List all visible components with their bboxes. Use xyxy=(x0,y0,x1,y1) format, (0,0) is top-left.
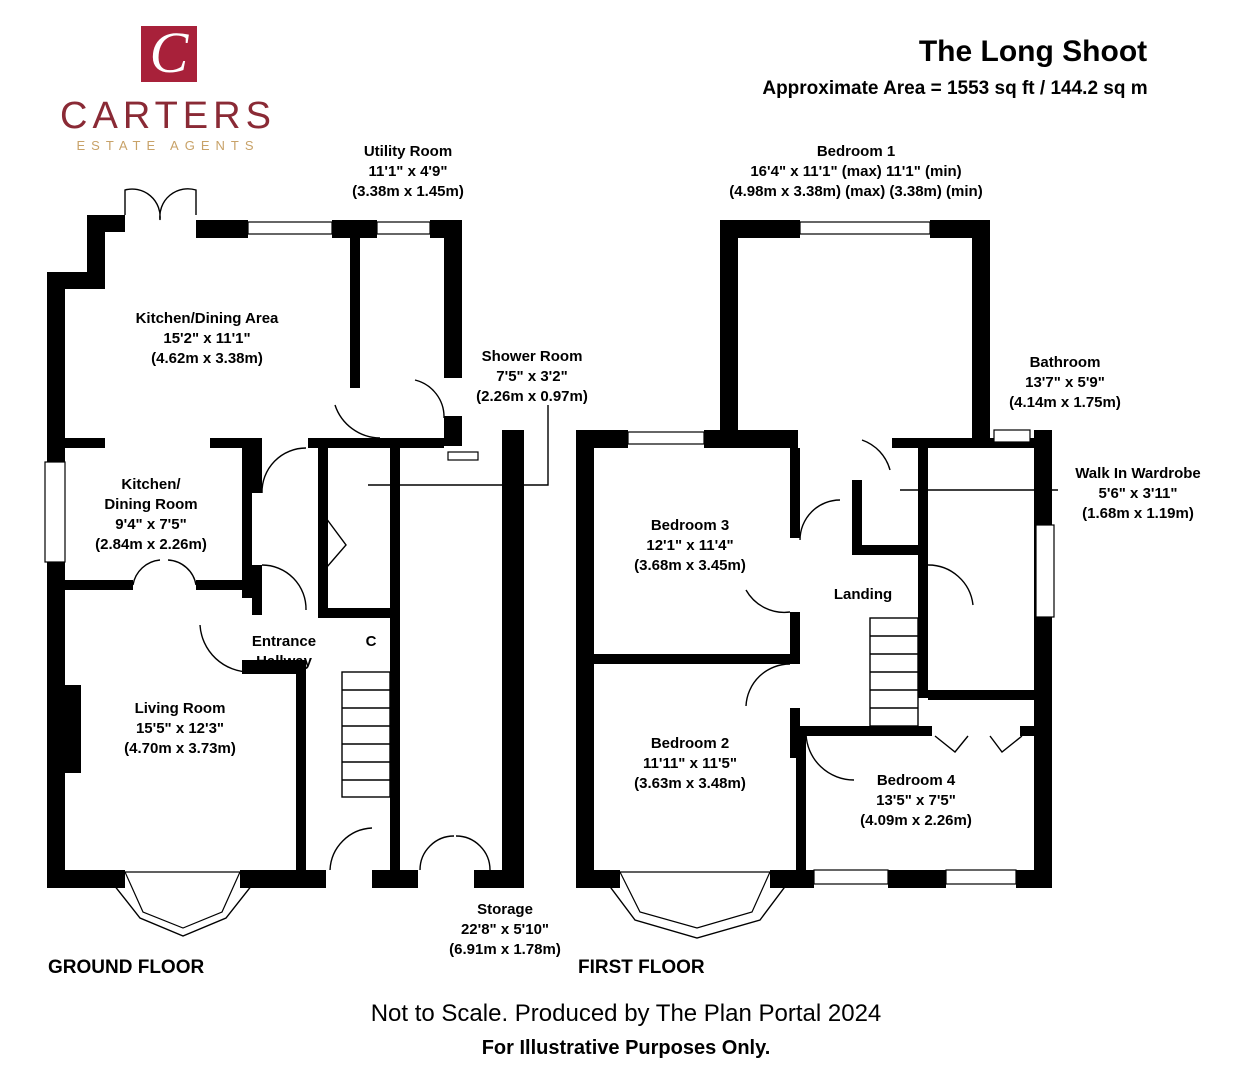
room-kitchen-dining-room: Kitchen/ Dining Room 9'4" x 7'5" (2.84m … xyxy=(95,476,207,553)
room-dims-metric: (4.98m x 3.38m) (max) (3.38m) (min) xyxy=(729,183,982,200)
room-dims-imperial: 13'7" x 5'9" xyxy=(1025,374,1105,391)
room-name: Bathroom xyxy=(1030,354,1101,371)
room-dims-imperial: 15'2" x 11'1" xyxy=(163,330,250,347)
room-dims-imperial: 16'4" x 11'1" (max) 11'1" (min) xyxy=(750,163,961,180)
room-dims-metric: (4.09m x 2.26m) xyxy=(860,812,972,829)
room-bedroom-1: Bedroom 1 16'4" x 11'1" (max) 11'1" (min… xyxy=(729,143,982,200)
room-dims-imperial: 11'1" x 4'9" xyxy=(369,163,448,180)
room-dims-imperial: 7'5" x 3'2" xyxy=(496,368,567,385)
room-name: Shower Room xyxy=(482,348,583,365)
room-dims-metric: (4.14m x 1.75m) xyxy=(1009,394,1121,411)
room-name: Walk In Wardrobe xyxy=(1075,465,1201,482)
room-dims-imperial: 15'5" x 12'3" xyxy=(136,720,224,737)
room-dims-metric: (6.91m x 1.78m) xyxy=(449,941,561,958)
first-floor-label: FIRST FLOOR xyxy=(578,957,705,978)
room-dims-metric: (2.26m x 0.97m) xyxy=(476,388,588,405)
room-storage: Storage 22'8" x 5'10" (6.91m x 1.78m) xyxy=(449,901,561,958)
room-cupboard: C xyxy=(366,633,377,650)
room-name: Kitchen/Dining Area xyxy=(136,310,279,327)
room-name: Utility Room xyxy=(364,143,452,160)
room-bathroom: Bathroom 13'7" x 5'9" (4.14m x 1.75m) xyxy=(1009,354,1121,411)
room-name: Storage xyxy=(477,901,533,918)
room-dims-metric: (4.70m x 3.73m) xyxy=(124,740,236,757)
room-name-line1: Kitchen/ xyxy=(121,476,181,493)
room-dims-metric: (3.63m x 3.48m) xyxy=(634,775,746,792)
room-landing: Landing xyxy=(834,586,892,603)
room-dims-metric: (4.62m x 3.38m) xyxy=(151,350,263,367)
room-dims-metric: (3.38m x 1.45m) xyxy=(352,183,464,200)
footer-disclaimer: Not to Scale. Produced by The Plan Porta… xyxy=(371,1000,882,1027)
room-name: Living Room xyxy=(135,700,226,717)
room-dims-metric: (1.68m x 1.19m) xyxy=(1082,505,1194,522)
ground-floor-walls xyxy=(44,188,549,937)
room-dims-metric: (2.84m x 2.26m) xyxy=(95,536,207,553)
room-dims-imperial: 22'8" x 5'10" xyxy=(461,921,549,938)
logo-letter: C xyxy=(150,20,190,85)
room-name: Landing xyxy=(834,586,892,603)
room-kitchen-dining-area: Kitchen/Dining Area 15'2" x 11'1" (4.62m… xyxy=(136,310,279,367)
room-walk-in-wardrobe: Walk In Wardrobe 5'6" x 3'11" (1.68m x 1… xyxy=(1075,465,1201,522)
room-name: Bedroom 2 xyxy=(651,735,729,752)
plan-title: The Long Shoot xyxy=(919,35,1147,68)
room-name: Bedroom 3 xyxy=(651,517,729,534)
room-name: Bedroom 4 xyxy=(877,772,956,789)
brand-logo: C CARTERS ESTATE AGENTS xyxy=(60,20,276,153)
room-living: Living Room 15'5" x 12'3" (4.70m x 3.73m… xyxy=(124,700,236,757)
ground-floor-label: GROUND FLOOR xyxy=(48,957,204,978)
room-shower: Shower Room 7'5" x 3'2" (2.26m x 0.97m) xyxy=(476,348,588,405)
room-bedroom-3: Bedroom 3 12'1" x 11'4" (3.68m x 3.45m) xyxy=(634,517,746,574)
room-name-line2: Hallway xyxy=(256,653,313,670)
room-name: Bedroom 1 xyxy=(817,143,895,160)
ground-stairs xyxy=(341,671,391,798)
room-bedroom-4: Bedroom 4 13'5" x 7'5" (4.09m x 2.26m) xyxy=(860,772,972,829)
room-name-line2: Dining Room xyxy=(104,496,197,513)
room-entrance-hallway: Entrance Hallway xyxy=(252,633,316,670)
room-dims-imperial: 5'6" x 3'11" xyxy=(1099,485,1178,502)
brand-name: CARTERS xyxy=(60,95,276,137)
room-dims-imperial: 12'1" x 11'4" xyxy=(646,537,733,554)
room-bedroom-2: Bedroom 2 11'11" x 11'5" (3.63m x 3.48m) xyxy=(634,735,746,792)
room-dims-imperial: 11'11" x 11'5" xyxy=(643,755,737,772)
first-floor-walls xyxy=(576,220,1058,939)
room-name: C xyxy=(366,633,377,650)
room-utility: Utility Room 11'1" x 4'9" (3.38m x 1.45m… xyxy=(352,143,464,200)
logo-mark xyxy=(141,26,197,82)
room-dims-imperial: 9'4" x 7'5" xyxy=(115,516,186,533)
brand-tagline: ESTATE AGENTS xyxy=(77,138,260,153)
room-name-line1: Entrance xyxy=(252,633,316,650)
footer-illustrative: For Illustrative Purposes Only. xyxy=(482,1037,771,1059)
plan-area: Approximate Area = 1553 sq ft / 144.2 sq… xyxy=(762,78,1147,99)
room-dims-imperial: 13'5" x 7'5" xyxy=(876,792,956,809)
room-dims-metric: (3.68m x 3.45m) xyxy=(634,557,746,574)
